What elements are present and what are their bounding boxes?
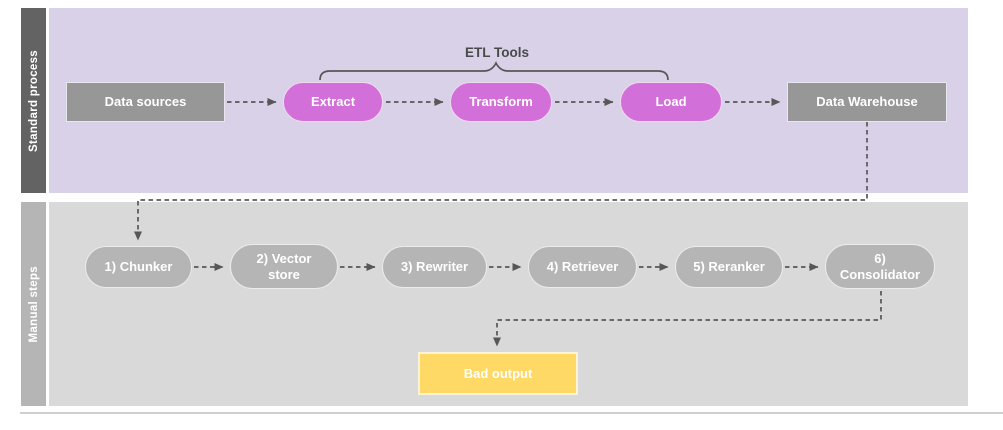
node-reranker: 5) Reranker [675, 246, 783, 288]
lane-header-manual-steps: Manual steps [21, 202, 46, 406]
lane-label-manual-steps: Manual steps [27, 265, 40, 343]
node-vector-store: 2) Vector store [230, 244, 338, 289]
node-chunker: 1) Chunker [85, 246, 192, 288]
node-retriever: 4) Retriever [528, 246, 637, 288]
lane-label-standard-process: Standard process [27, 49, 40, 152]
node-bad-output: Bad output [418, 352, 578, 395]
node-data-warehouse: Data Warehouse [787, 82, 947, 122]
node-load: Load [620, 82, 722, 122]
lane-header-standard-process: Standard process [21, 8, 46, 193]
node-transform: Transform [450, 82, 552, 122]
etl-tools-label: ETL Tools [465, 45, 529, 60]
node-extract: Extract [283, 82, 383, 122]
node-data-sources: Data sources [66, 82, 225, 122]
bottom-divider [20, 412, 1003, 414]
node-consolidator: 6) Consolidator [825, 244, 935, 289]
node-rewriter: 3) Rewriter [382, 246, 487, 288]
